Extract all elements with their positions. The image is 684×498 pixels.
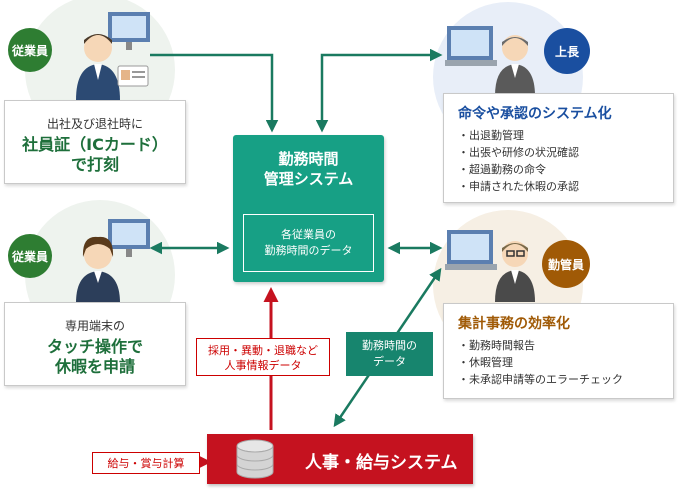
boss-item: 超過勤務の命令	[458, 161, 673, 178]
laptop-icon	[445, 26, 497, 66]
manager-item: 勤務時間報告	[458, 337, 673, 354]
employee2-line1: 専用端末の	[64, 319, 125, 333]
employee1-line1: 出社及び退社時に	[46, 117, 143, 131]
manager-badge: 勤管員	[542, 240, 590, 288]
work-label-line1: 勤務時間の	[362, 339, 417, 352]
hr-system-box: 人事・給与システム	[207, 434, 473, 484]
boss-title: 命令や承認のシステム化	[458, 106, 612, 122]
manager-card: 集計事務の効率化 勤務時間報告 休暇管理 未承認申請等のエラーチェック	[443, 303, 674, 399]
boss-item: 出退勤管理	[458, 127, 673, 144]
manager-title: 集計事務の効率化	[458, 316, 570, 332]
work-data-label: 勤務時間の データ	[346, 332, 433, 376]
employee1-card: 出社及び退社時に 社員証（ICカード） で打刻	[4, 100, 186, 184]
monitor-icon	[108, 219, 150, 257]
arrow-icon	[315, 48, 443, 133]
hr-label-line2: 人事情報データ	[224, 359, 302, 372]
hr-system-label: 人事・給与システム	[305, 453, 458, 473]
central-title1: 勤務時間	[278, 150, 339, 168]
employee2-big1: タッチ操作で	[46, 337, 143, 356]
boss-card: 命令や承認のシステム化 出退勤管理 出張や研修の状況確認 超過勤務の命令 申請さ…	[443, 93, 674, 203]
central-title2: 管理システム	[263, 170, 354, 188]
manager-item: 未承認申請等のエラーチェック	[458, 371, 673, 388]
boss-badge: 上長	[544, 28, 590, 74]
person-employee-icon	[495, 241, 535, 302]
monitor-icon	[108, 12, 150, 50]
central-system-box: 勤務時間 管理システム 各従業員の 勤務時間のデータ	[233, 135, 384, 282]
person-employee-icon	[76, 34, 120, 100]
central-inner-box: 各従業員の 勤務時間のデータ	[243, 214, 374, 272]
person-employee-icon	[495, 35, 535, 96]
manager-item: 休暇管理	[458, 354, 673, 371]
central-inner1: 各従業員の	[281, 228, 336, 241]
id-card-icon	[117, 65, 149, 87]
manager-illustration	[445, 230, 535, 302]
work-label-line2: データ	[373, 355, 406, 368]
boss-item: 出張や研修の状況確認	[458, 144, 673, 161]
boss-item: 申請された休暇の承認	[458, 178, 673, 195]
database-icon	[236, 439, 274, 479]
hr-data-label: 採用・異動・退職など 人事情報データ	[196, 338, 330, 376]
laptop-icon	[445, 230, 497, 270]
person-employee-icon	[76, 236, 120, 303]
employee2-badge: 従業員	[8, 234, 52, 278]
employee2-illustration	[76, 219, 150, 303]
employee1-big2: で打刻	[70, 155, 119, 174]
arrow-icon	[150, 53, 279, 133]
payroll-label: 給与・賞与計算	[92, 452, 200, 474]
employee1-illustration	[76, 12, 150, 100]
employee1-big1: 社員証（ICカード）	[22, 135, 168, 154]
hr-label-line1: 採用・異動・退職など	[208, 344, 318, 357]
employee2-big2: 休暇を申請	[54, 357, 135, 376]
employee1-badge: 従業員	[8, 28, 52, 72]
boss-illustration	[445, 26, 535, 96]
employee2-card: 専用端末の タッチ操作で 休暇を申請	[4, 302, 186, 386]
central-inner2: 勤務時間のデータ	[264, 244, 353, 257]
